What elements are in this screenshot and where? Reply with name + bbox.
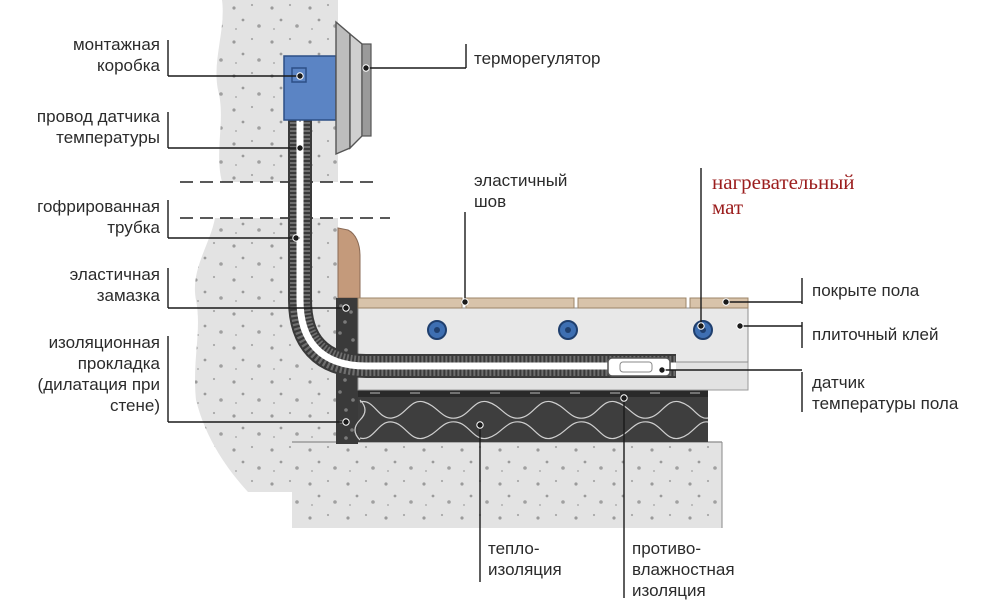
label-elastic-sealant: эластичная замазка <box>69 265 160 305</box>
label-elastic-seam: эластичный шов <box>474 171 568 211</box>
leader-dots <box>292 64 744 429</box>
mounting-box <box>283 55 337 121</box>
wall-trim <box>337 227 361 299</box>
thermal-insulation-layer <box>354 396 709 442</box>
label-floor-sensor: датчик температуры пола <box>812 373 959 413</box>
label-moisture-insulation: противо- влажностная изоляция <box>632 539 735 600</box>
label-thermal-insulation: тепло- изоляция <box>488 539 562 579</box>
thermostat <box>335 20 372 156</box>
label-thermostat: терморегулятор <box>474 49 601 68</box>
label-heating-mat: нагревательный мат <box>712 170 855 219</box>
floor-sensor-probe <box>607 357 671 377</box>
label-tile-adhesive: плиточный клей <box>812 325 939 344</box>
floor-tiles <box>357 297 749 309</box>
corrugated-tube <box>288 110 676 378</box>
label-floor-covering: покрыте пола <box>812 281 920 300</box>
label-sensor-wire: провод датчика температуры <box>36 107 160 147</box>
label-mounting-box: монтажная коробка <box>72 35 160 75</box>
tile-adhesive-layer <box>357 307 749 363</box>
label-corrugated-tube: гофрированная трубка <box>37 197 160 237</box>
label-insulation-strip: изоляционная прокладка (дилатация при ст… <box>37 333 160 415</box>
section-break-lines <box>180 181 390 219</box>
leader-lines <box>167 40 803 598</box>
concrete-slab <box>292 441 723 528</box>
